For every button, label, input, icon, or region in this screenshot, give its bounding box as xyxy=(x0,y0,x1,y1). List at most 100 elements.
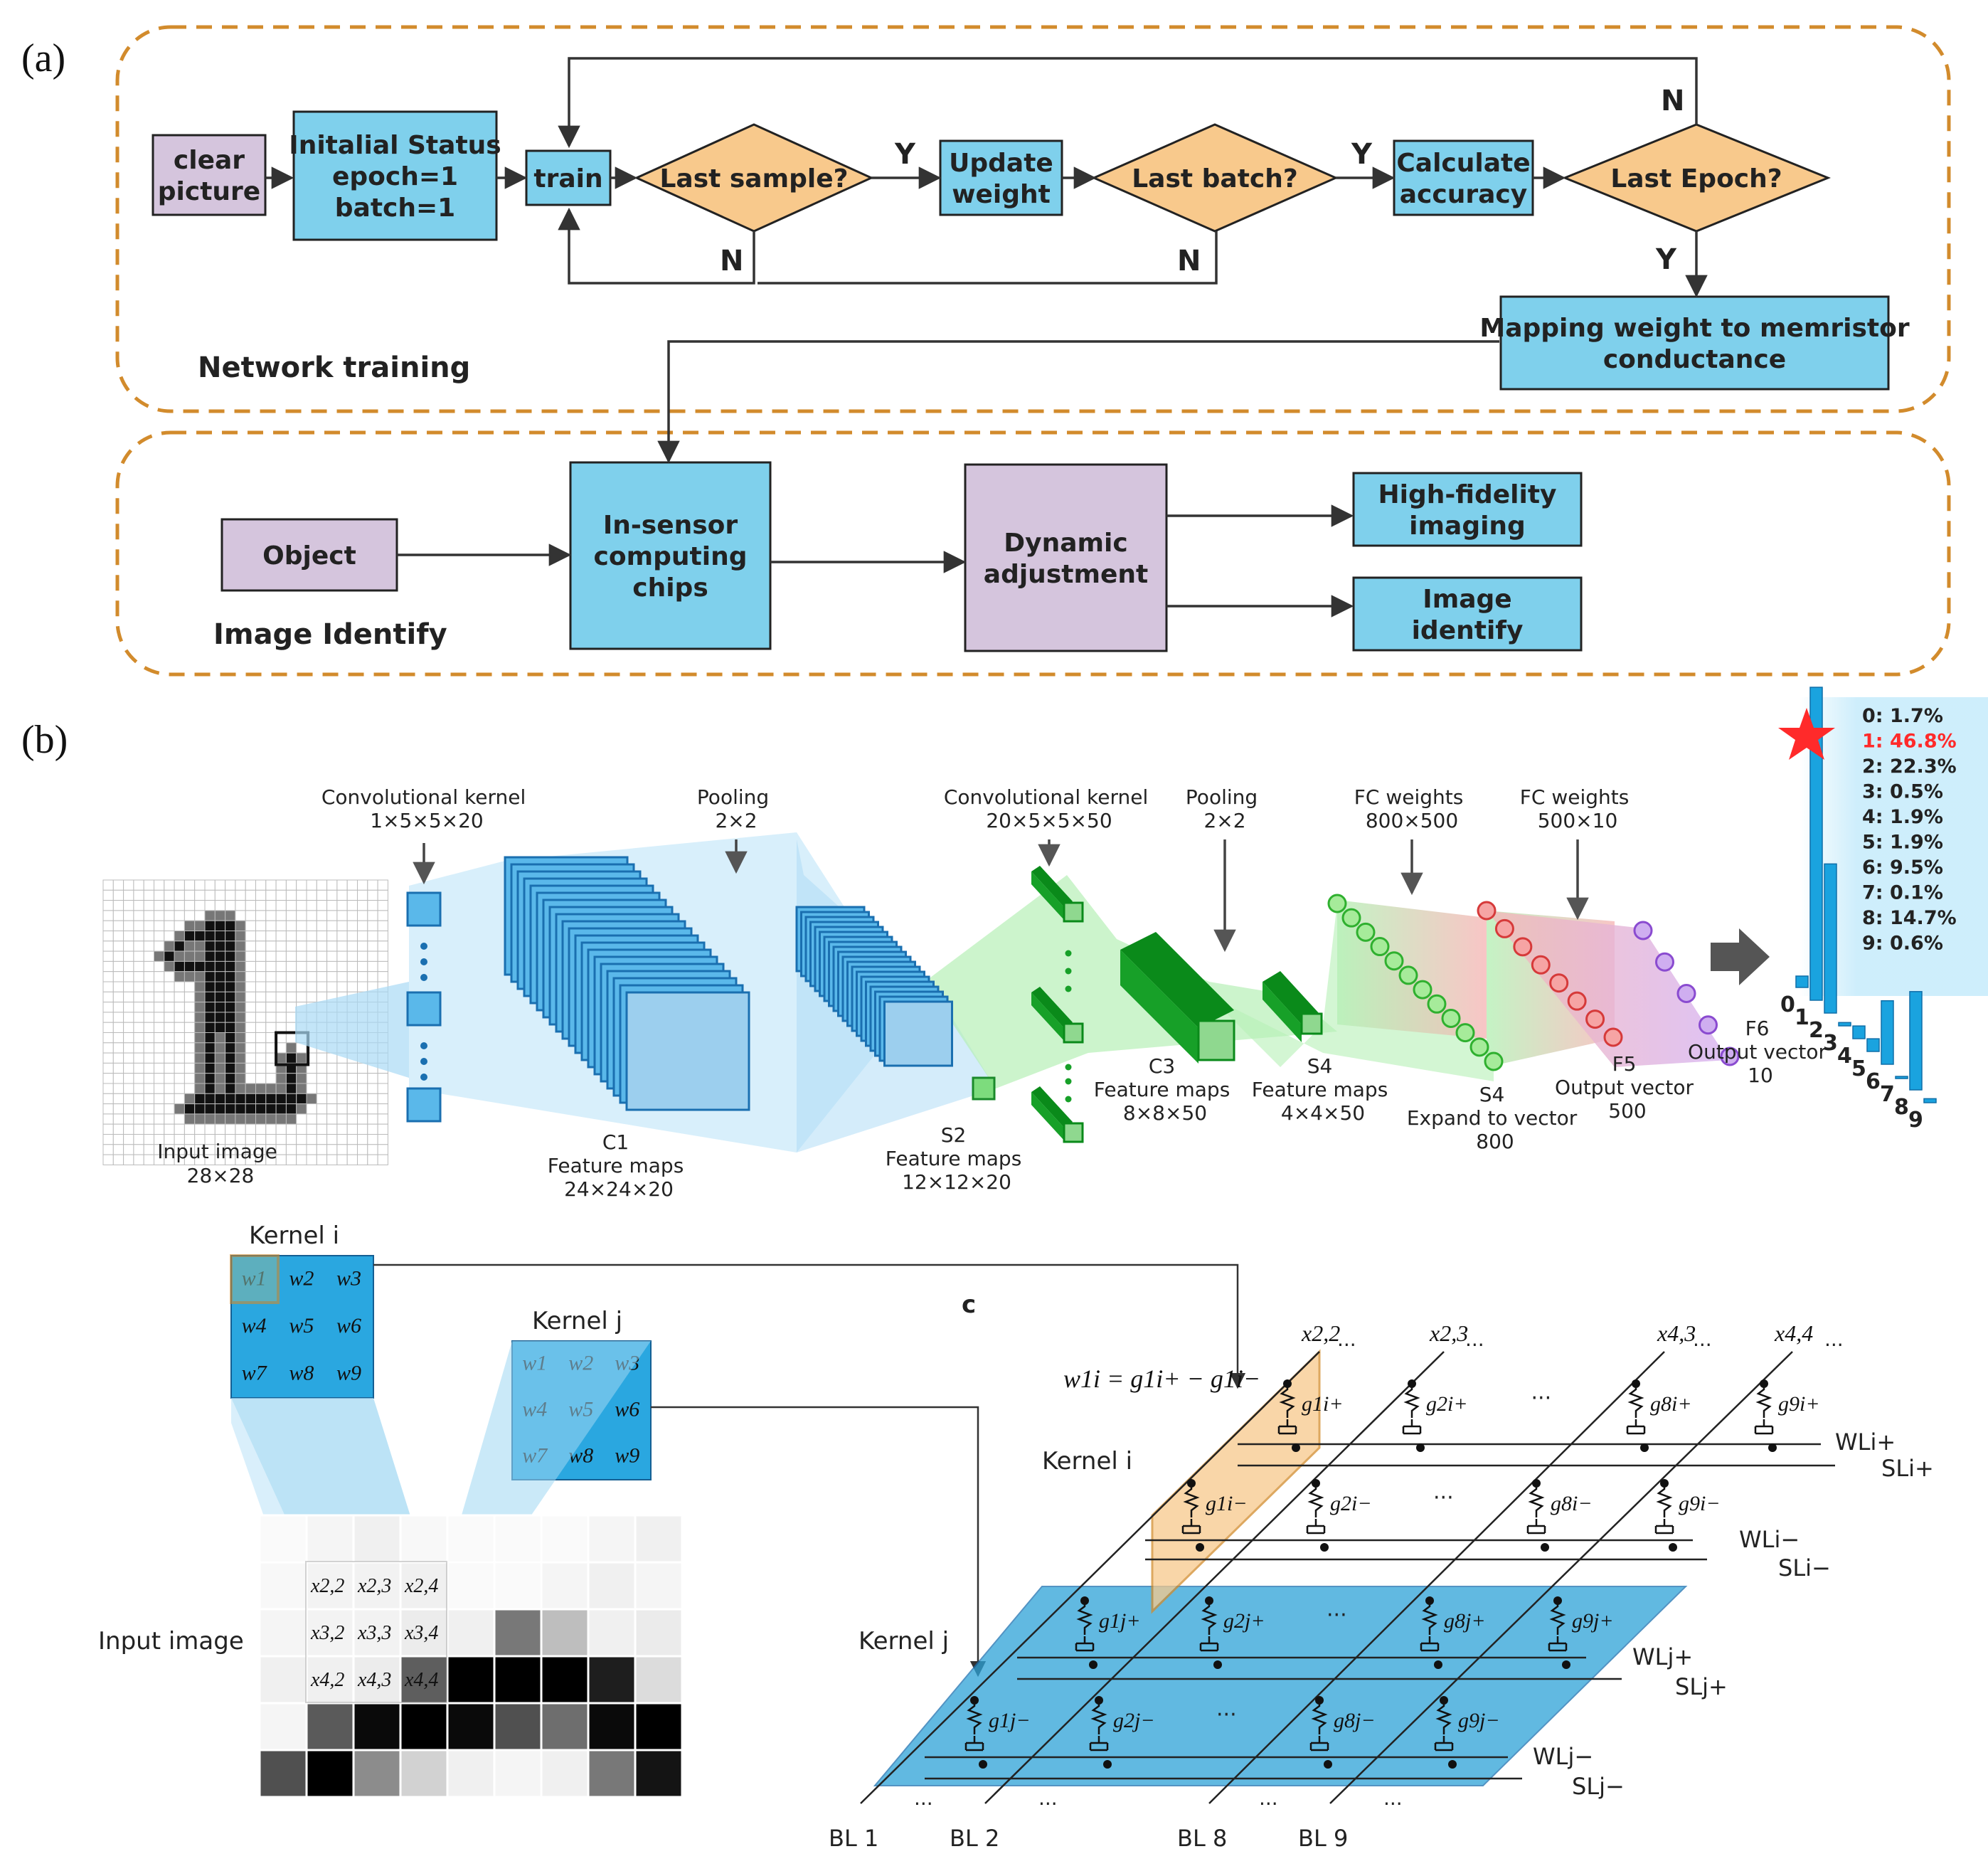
kernel-weight: w5 xyxy=(289,1314,314,1337)
ellipsis: ··· xyxy=(1433,1485,1454,1510)
s2-feature-maps xyxy=(795,906,996,1101)
label-no-batch: N xyxy=(1177,245,1201,277)
last-batch-decision-text: Last batch? xyxy=(1132,164,1298,194)
conductance-label: g8j− xyxy=(1334,1709,1376,1732)
conductance-label: g1i+ xyxy=(1302,1392,1344,1416)
dynamic-box-text: adjustment xyxy=(984,560,1148,589)
s4-feature-maps xyxy=(1263,971,1323,1042)
conductance-label: g8j+ xyxy=(1444,1609,1486,1633)
row-line-label: SLj+ xyxy=(1675,1673,1728,1700)
column-label: x2,2 xyxy=(1301,1320,1340,1346)
output-digit-label: 1 xyxy=(1795,1005,1809,1030)
pixel-label: x4,3 xyxy=(357,1669,391,1691)
high-fidelity-box-text: imaging xyxy=(1409,512,1526,541)
edge-batch-no xyxy=(758,231,1218,285)
image-identify-box-text: identify xyxy=(1412,616,1524,645)
memristor-crossbar: g1i+g2i+g8i+g9i+···g1i−g2i−g8i−g9i−···g1… xyxy=(829,1320,1934,1852)
fc-nodes xyxy=(1327,894,1740,1071)
bit-line-label: BL 8 xyxy=(1177,1825,1227,1852)
label-yes-sample: Y xyxy=(894,138,916,171)
output-bar xyxy=(1866,1038,1880,1052)
flow-band-1 xyxy=(295,982,409,1078)
output-arrow-icon xyxy=(1711,928,1770,985)
c1-feature-maps xyxy=(504,856,750,1111)
row-line-label: WLi− xyxy=(1739,1526,1800,1553)
row-line-label: SLi− xyxy=(1778,1554,1831,1581)
train-box: train xyxy=(525,149,612,206)
fc1-label: FC weights 800×500 xyxy=(1354,785,1469,832)
c3-feature-maps xyxy=(1120,932,1235,1064)
conductance-label: g2i− xyxy=(1330,1492,1372,1515)
last-sample-decision: Last sample? xyxy=(634,123,874,233)
conductance-label: g1j+ xyxy=(1099,1609,1141,1633)
label-yes-epoch: Y xyxy=(1655,243,1677,276)
ellipsis: ··· xyxy=(1327,1603,1347,1628)
conductance-label: g9i− xyxy=(1679,1492,1721,1515)
star-icon xyxy=(1778,708,1835,760)
output-digit-label: 9 xyxy=(1908,1108,1923,1133)
conv-kernel-2 xyxy=(1031,866,1084,1143)
ellipsis: ··· xyxy=(1038,1792,1058,1816)
kernel-i: w1w2w3w4w5w6w7w8w9 xyxy=(230,1254,374,1399)
output-digit-label: 8 xyxy=(1894,1095,1909,1120)
label-yes-batch: Y xyxy=(1351,138,1373,171)
output-bar xyxy=(1909,991,1923,1091)
row-line-label: SLj− xyxy=(1572,1773,1625,1800)
pixel-label: x2,2 xyxy=(310,1575,344,1597)
conductance-label: g1j− xyxy=(989,1709,1031,1732)
conductance-label: g1i− xyxy=(1206,1492,1248,1515)
clear-picture-box-text: picture xyxy=(158,177,260,206)
high-fidelity-box-text: High-fidelity xyxy=(1378,480,1556,509)
in-sensor-box-text: computing xyxy=(594,542,748,571)
bit-line-label: BL 9 xyxy=(1298,1825,1348,1852)
high-fidelity-box: High-fidelity imaging xyxy=(1352,472,1583,547)
ellipsis: ··· xyxy=(1216,1702,1237,1727)
f5-label: F5 Output vector 500 xyxy=(1555,1052,1700,1123)
output-bar xyxy=(1824,863,1837,1014)
s4-vector-label: S4 Expand to vector 800 xyxy=(1407,1083,1583,1153)
output-prob-text: 0: 1.7% xyxy=(1862,705,1943,727)
section-image-identify: Image Identify xyxy=(213,618,447,651)
ellipsis: ··· xyxy=(1259,1792,1278,1816)
row-line-label: WLj− xyxy=(1533,1743,1593,1770)
input-image-title: Input image xyxy=(98,1627,244,1655)
last-sample-decision-text: Last sample? xyxy=(659,164,848,194)
edge-mapping-chip xyxy=(657,340,1499,464)
bit-line-label: BL 2 xyxy=(950,1825,999,1852)
input-image-label: Input image 28×28 xyxy=(157,1140,284,1187)
ellipsis: ··· xyxy=(1693,1333,1712,1357)
output-prob-text: 5: 1.9% xyxy=(1862,832,1943,854)
c1-label: C1 Feature maps 24×24×20 xyxy=(548,1130,690,1201)
initial-status-box-text: Initalial Status xyxy=(289,131,501,160)
conductance-label: g8i− xyxy=(1551,1492,1593,1515)
last-epoch-decision: Last Epoch? xyxy=(1562,123,1831,233)
last-epoch-decision-text: Last Epoch? xyxy=(1610,164,1782,194)
output-prob-list: 0: 1.7%1: 46.8%2: 22.3%3: 0.5%4: 1.9%5: … xyxy=(1862,705,1957,955)
label-no-epoch: N xyxy=(1661,85,1684,117)
output-bar xyxy=(1838,1022,1851,1027)
mapping-box-text: conductance xyxy=(1603,345,1786,374)
output-bar xyxy=(1895,1076,1908,1079)
conv1-label: Convolutional kernel 1×5×5×20 xyxy=(321,785,532,832)
update-weight-box-text: Update xyxy=(949,149,1053,178)
ellipsis: ··· xyxy=(1465,1333,1484,1357)
label-no-sample: N xyxy=(720,245,743,277)
output-bar xyxy=(1809,687,1823,1001)
update-weight-box-text: weight xyxy=(952,180,1051,209)
edge-sample-no xyxy=(558,207,755,285)
output-prob-text: 9: 0.6% xyxy=(1862,933,1943,955)
conv-kernel-1 xyxy=(406,891,442,1123)
output-prob-text: 7: 0.1% xyxy=(1862,882,1943,904)
kernel-weight: w9 xyxy=(615,1443,639,1467)
column-label: x4,4 xyxy=(1774,1320,1813,1346)
last-batch-decision: Last batch? xyxy=(1091,123,1339,233)
row-line-label: SLi+ xyxy=(1881,1455,1934,1482)
